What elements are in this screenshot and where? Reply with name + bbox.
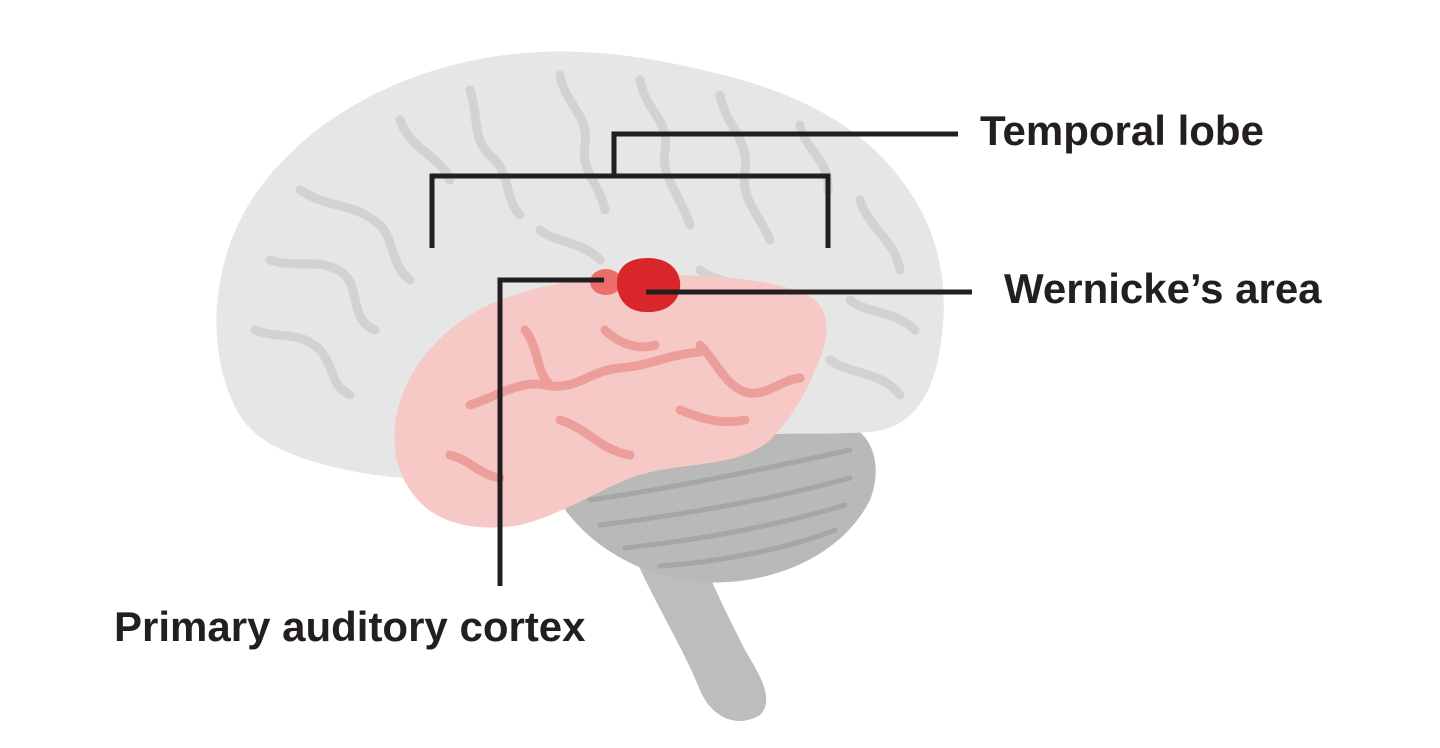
temporal-lobe-leader	[611, 131, 958, 176]
leader-lines	[429, 131, 972, 586]
primary-auditory-cortex-label: Primary auditory cortex	[114, 603, 586, 650]
cerebellum-folds	[587, 447, 853, 569]
primary-auditory-cortex-region	[590, 269, 622, 295]
temporal-lobe-bracket	[429, 173, 831, 248]
wernickes-area-region	[616, 258, 681, 313]
temporal-lobe-sulci	[445, 325, 805, 483]
temporal-lobe-label: Temporal lobe	[980, 107, 1264, 154]
wernickes-area-label: Wernicke’s area	[1004, 265, 1322, 312]
primary-auditory-cortex-leader	[497, 277, 604, 586]
